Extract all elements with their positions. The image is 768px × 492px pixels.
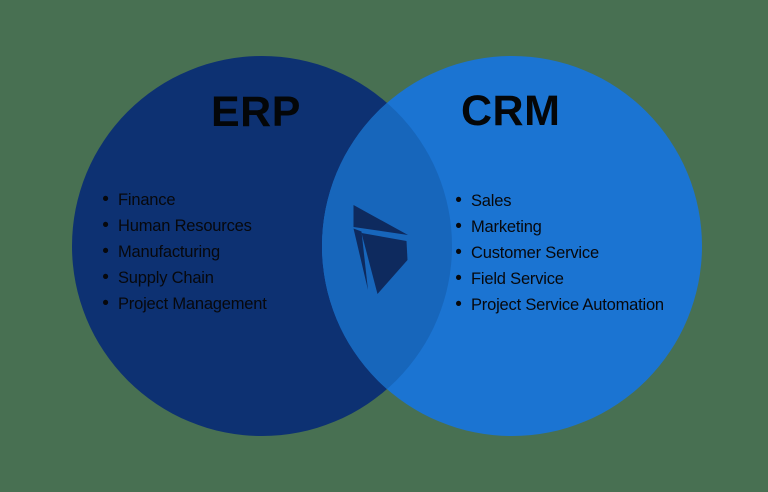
bullet-icon: • — [455, 216, 462, 237]
erp-title: ERP — [211, 88, 301, 136]
bullet-icon: • — [455, 190, 462, 211]
erp-item-label: Manufacturing — [118, 243, 220, 261]
overlap-region — [322, 56, 452, 436]
crm-item-label: Sales — [471, 192, 512, 210]
list-item: • Customer Service — [453, 240, 664, 266]
bullet-icon: • — [102, 241, 109, 262]
dynamics-365-logo-body — [361, 233, 408, 294]
bullet-icon: • — [102, 189, 109, 210]
erp-item-label: Project Management — [118, 295, 267, 313]
dynamics-365-logo-leg — [353, 228, 368, 290]
crm-item-label: Marketing — [471, 218, 542, 236]
crm-item-label: Field Service — [471, 270, 564, 288]
list-item: • Supply Chain — [100, 265, 267, 291]
bullet-icon: • — [102, 215, 109, 236]
list-item: • Sales — [453, 188, 664, 214]
bullet-icon: • — [455, 294, 462, 315]
list-item: • Human Resources — [100, 213, 267, 239]
crm-title: CRM — [461, 87, 561, 135]
dynamics-365-logo-flag — [353, 205, 408, 235]
crm-item-label: Customer Service — [471, 244, 599, 262]
crm-feature-list: • Sales • Marketing • Customer Service •… — [453, 188, 664, 318]
list-item: • Project Service Automation — [453, 292, 664, 318]
list-item: • Manufacturing — [100, 239, 267, 265]
erp-item-label: Finance — [118, 191, 176, 209]
erp-feature-list: • Finance • Human Resources • Manufactur… — [100, 187, 267, 317]
bullet-icon: • — [102, 267, 109, 288]
dynamics-365-logo-icon — [353, 205, 408, 294]
erp-item-label: Human Resources — [118, 217, 252, 235]
bullet-icon: • — [102, 293, 109, 314]
erp-item-label: Supply Chain — [118, 269, 214, 287]
list-item: • Finance — [100, 187, 267, 213]
list-item: • Field Service — [453, 266, 664, 292]
list-item: • Project Management — [100, 291, 267, 317]
list-item: • Marketing — [453, 214, 664, 240]
bullet-icon: • — [455, 268, 462, 289]
crm-item-label: Project Service Automation — [471, 296, 664, 314]
bullet-icon: • — [455, 242, 462, 263]
